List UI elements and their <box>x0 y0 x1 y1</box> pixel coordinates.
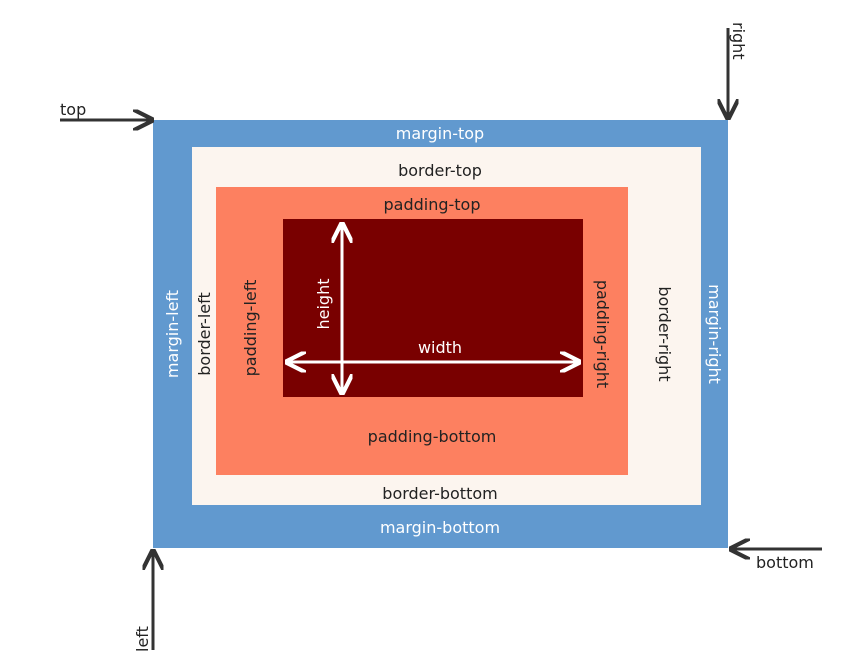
border-left-label: border-left <box>195 292 214 375</box>
padding-right-label: padding-right <box>593 280 612 388</box>
padding-top-label: padding-top <box>383 195 480 214</box>
padding-left-label: padding-left <box>241 280 260 377</box>
border-bottom-label: border-bottom <box>382 484 497 503</box>
border-top-label: border-top <box>398 161 482 180</box>
margin-bottom-label: margin-bottom <box>380 518 500 537</box>
border-right-label: border-right <box>655 286 674 381</box>
bottom-label: bottom <box>756 553 814 572</box>
top-label: top <box>60 100 86 119</box>
margin-right-label: margin-right <box>705 284 724 384</box>
padding-bottom-label: padding-bottom <box>368 427 497 446</box>
margin-left-label: margin-left <box>163 290 182 378</box>
left-label: left <box>133 626 152 652</box>
height-label: height <box>314 279 333 330</box>
right-label: right <box>729 22 748 60</box>
margin-top-label: margin-top <box>396 124 484 143</box>
width-label: width <box>418 338 462 357</box>
